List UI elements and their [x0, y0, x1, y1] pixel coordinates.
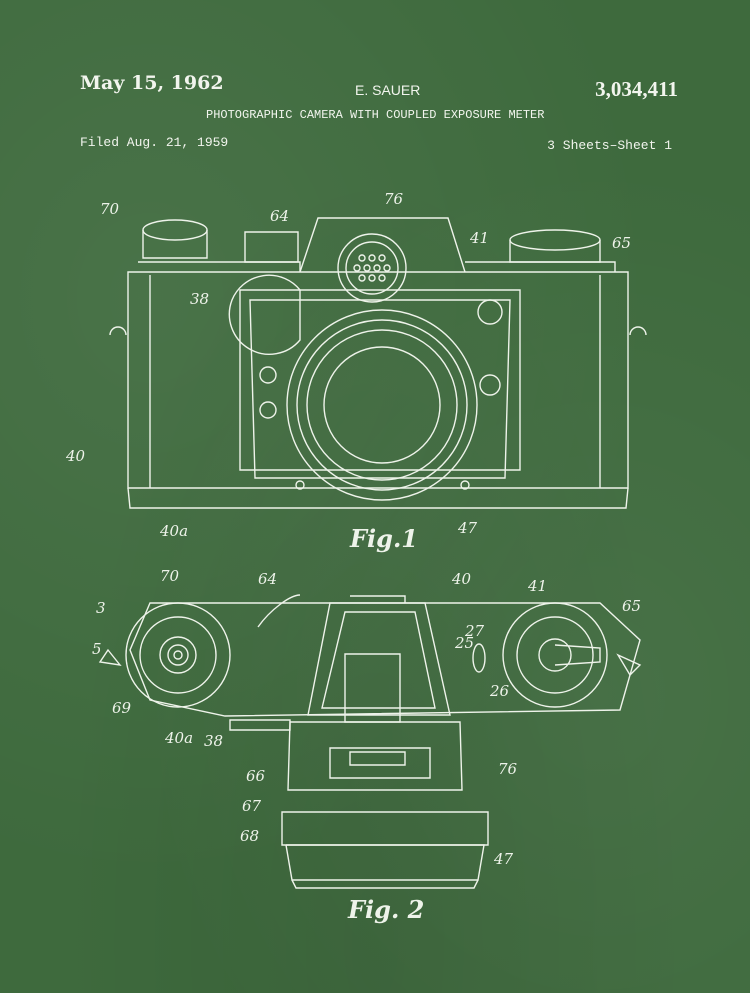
reference-numeral: 41 [469, 229, 489, 247]
reference-numeral: 47 [457, 519, 478, 537]
reference-numeral: 70 [160, 567, 180, 585]
lens-glass [323, 346, 441, 464]
fig2-camera-top [98, 594, 642, 889]
reference-numeral: 47 [493, 850, 514, 868]
reference-numeral: 65 [622, 597, 641, 615]
fig1-caption: Fig.1 [349, 524, 418, 553]
accessory-shoe [344, 653, 401, 723]
reference-numeral: 26 [489, 682, 510, 700]
reference-numeral: 76 [498, 760, 518, 778]
reference-numeral: 25 [454, 634, 474, 652]
reference-numeral: 70 [100, 200, 120, 218]
fig1-camera-front [109, 217, 647, 509]
reference-numeral: 68 [240, 827, 259, 845]
shutter-dial [125, 602, 231, 708]
reference-numeral: 40 [65, 447, 86, 465]
reference-numeral: 69 [112, 699, 132, 717]
reference-numeral: 64 [258, 570, 277, 588]
reference-numeral: 40 [451, 570, 472, 588]
reference-numeral: 64 [270, 207, 289, 225]
reference-numeral: 27 [464, 622, 485, 640]
reference-numeral: 41 [527, 577, 547, 595]
focus-ring [281, 811, 489, 846]
reference-numeral: 67 [242, 797, 262, 815]
patent-number: 3,034,411 [595, 77, 678, 101]
patent-title: PHOTOGRAPHIC CAMERA WITH COUPLED EXPOSUR… [206, 108, 545, 122]
reference-numeral: 66 [246, 767, 266, 785]
reference-numeral: 40a [164, 729, 193, 747]
rewind-knob [502, 602, 608, 708]
fig2-reference-labels: 70 64 40 41 65 3 5 27 25 26 69 40a 38 66… [92, 567, 641, 924]
lens-outer-ring [286, 309, 478, 501]
patent-date: May 15, 1962 [80, 72, 224, 94]
reference-numeral: 65 [612, 234, 631, 252]
reference-numeral: 5 [92, 640, 102, 658]
reference-numeral: 76 [384, 190, 404, 208]
sheet-count: 3 Sheets–Sheet 1 [547, 138, 672, 153]
reference-numeral: 38 [190, 290, 209, 308]
meter-cell-grid [353, 254, 391, 282]
inventor-name: E. SAUER [355, 82, 421, 98]
filed-date: Filed Aug. 21, 1959 [80, 135, 229, 150]
fig1-reference-labels: 70 64 76 41 65 38 40 40a 47 Fig.1 [65, 190, 631, 553]
reference-numeral: 3 [96, 599, 106, 617]
reference-numeral: 38 [204, 732, 223, 750]
reference-numeral: 40a [159, 522, 188, 540]
fig2-caption: Fig. 2 [347, 895, 424, 924]
prism-housing [307, 602, 451, 716]
